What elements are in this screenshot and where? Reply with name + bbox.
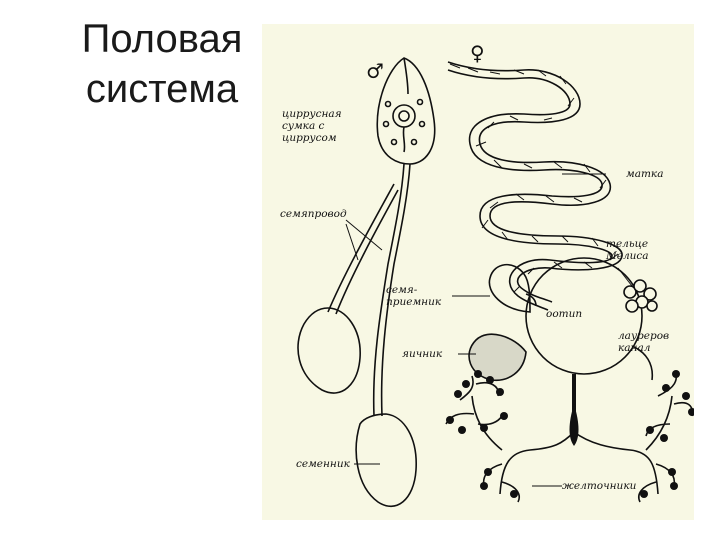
label-vitellaria: желточники [562,480,637,492]
label-cirrus-sac: циррусная сумка с циррусом [282,108,342,144]
vas-deferens-branch [327,183,395,313]
label-laurer-canal: лауреров канал [618,330,670,354]
testis-upper [297,307,361,394]
label-ovary: яичник [402,348,443,360]
slide-title: Половая система [81,17,243,111]
testis-lower [355,413,417,508]
uterus-tube [447,61,623,303]
label-testis: семенник [296,458,350,470]
label-ootype: оотип [546,308,583,320]
male-symbol: ♂ [366,59,384,83]
female-symbol: ♀ [470,41,485,65]
vas-deferens-main [372,163,405,417]
label-mehlis-gland: тельце Мелиса [606,238,649,262]
seminal-receptacle [488,263,531,313]
vitellaria-clusters [446,370,694,498]
label-uterus: матка [626,168,664,180]
label-vas-deferens: семяпровод [280,208,347,220]
reproductive-system-diagram: ♂ ♀ циррусная сумка с циррусом семяпрово… [262,24,694,520]
mehlis-gland [623,279,658,313]
label-seminal-receptacle: семя- приемник [386,284,442,308]
vitelline-duct-lower [499,431,575,495]
ootype [525,257,643,375]
ovary [468,333,527,381]
laurer-canal [631,345,654,381]
diagram-drawing [297,57,694,508]
cirrus-coil [392,104,416,128]
